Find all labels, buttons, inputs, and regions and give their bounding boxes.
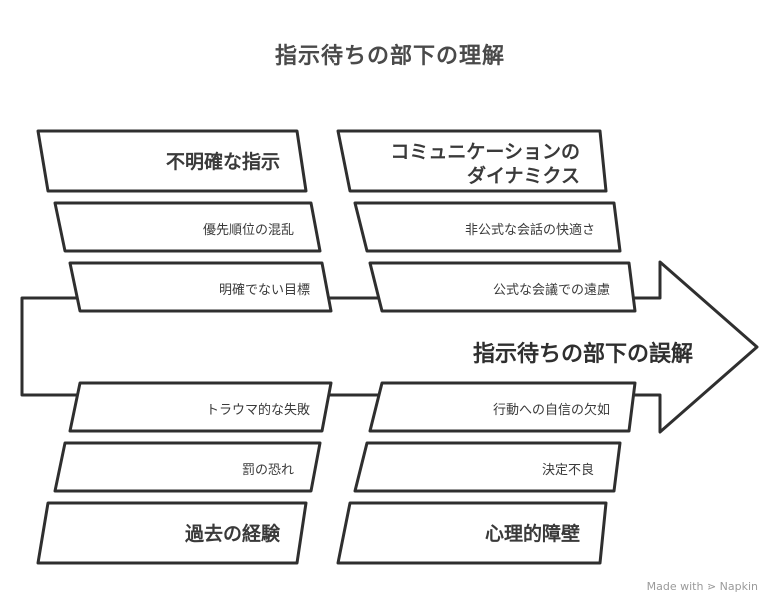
bottom-right-item-1-label: 行動への自信の欠如: [492, 403, 610, 418]
top-left-category-label: 不明確な指示: [165, 151, 280, 173]
top-left-item-2-box: [68, 261, 333, 313]
top-left-item-2-label: 明確でない目標: [218, 283, 310, 298]
bottom-right-category-label: 心理的障壁: [484, 523, 580, 545]
top-left-item-1-label: 優先順位の混乱: [202, 223, 294, 238]
top-right-item-2-label: 公式な会議での遠慮: [492, 283, 610, 298]
bottom-left-item-1-box: [68, 381, 333, 433]
top-right-category-label: コミュニケーションの ダイナミクス: [360, 140, 580, 188]
bottom-right-item-1-box: [368, 381, 637, 433]
bottom-left-category-label: 過去の経験: [184, 523, 280, 545]
top-left-item-1-box: [53, 201, 322, 253]
bottom-right-item-2-box: [353, 441, 622, 493]
spine-label: 指示待ちの部下の誤解: [472, 342, 693, 367]
bottom-left-item-2-label: 罰の恐れ: [241, 463, 294, 478]
top-left-category-box: [36, 129, 308, 193]
top-right-item-1-label: 非公式な会話の快適さ: [464, 223, 595, 238]
napkin-watermark: Made with ⋗ Napkin: [646, 580, 758, 593]
top-right-category-line-1: コミュニケーションの: [390, 141, 580, 163]
top-right-category-box: [336, 129, 608, 193]
bottom-right-category-box: [336, 501, 608, 565]
top-right-category-line-2: ダイナミクス: [466, 165, 580, 187]
bottom-right-item-2-label: 決定不良: [541, 463, 594, 478]
top-right-item-1-box: [353, 201, 622, 253]
top-right-item-2-box: [368, 261, 637, 313]
bottom-left-item-1-label: トラウマ的な失敗: [205, 403, 310, 418]
page-title: 指示待ちの部下の理解: [274, 44, 505, 69]
bottom-left-item-2-box: [53, 441, 322, 493]
bottom-left-category-box: [36, 501, 308, 565]
